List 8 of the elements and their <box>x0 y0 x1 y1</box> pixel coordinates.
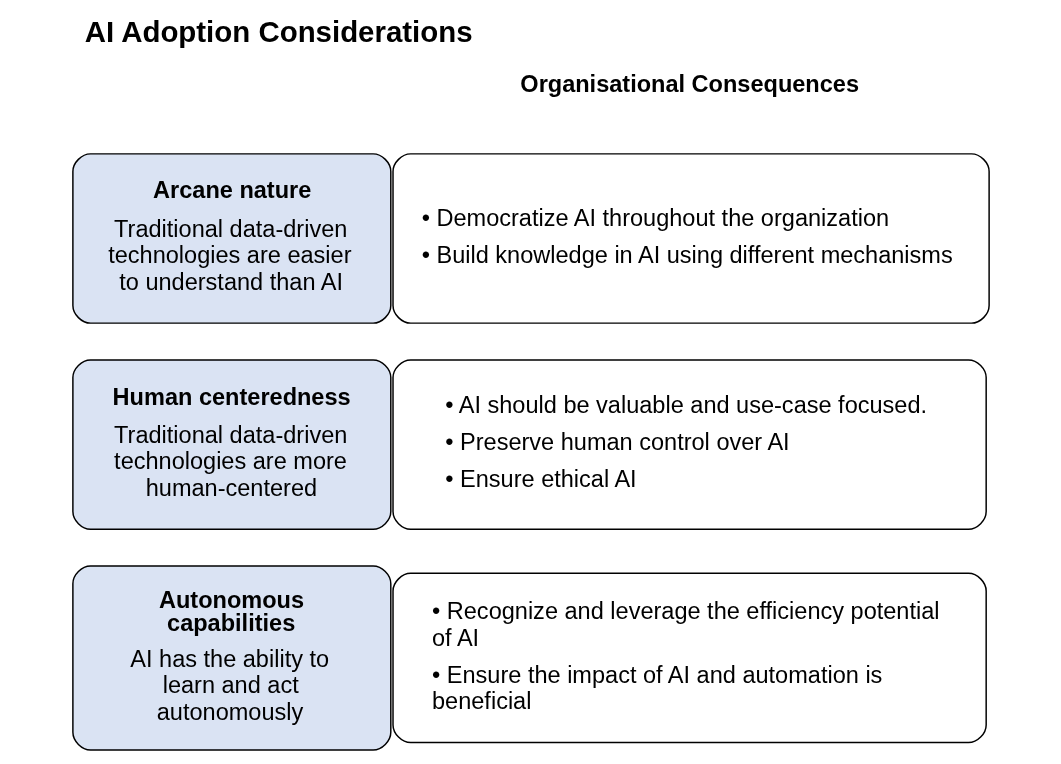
node-box: • AI should be valuable and use-case focused. • Preserve human control over AI • Ensure ethical AI <box>391 359 987 530</box>
diagram-title: AI Adoption Considerations <box>84 15 473 48</box>
node-box: Autonomous capabilities AI has the ability to learn and act autonomously <box>71 565 392 751</box>
label: Organisational Consequences <box>519 70 859 97</box>
node-box: Human centeredness Traditional data-driven technologies are more human-centered <box>71 359 392 530</box>
node-box: • Recognize and leverage the efficiency potential of AI • Ensure the impact of AI and automation is beneficial <box>391 572 987 744</box>
node-box: • Democratize AI throughout the organization • Build knowledge in AI using different mechanisms <box>391 153 990 324</box>
node-box: Arcane nature Traditional data-driven technologies are easier to understand than AI <box>71 153 392 324</box>
